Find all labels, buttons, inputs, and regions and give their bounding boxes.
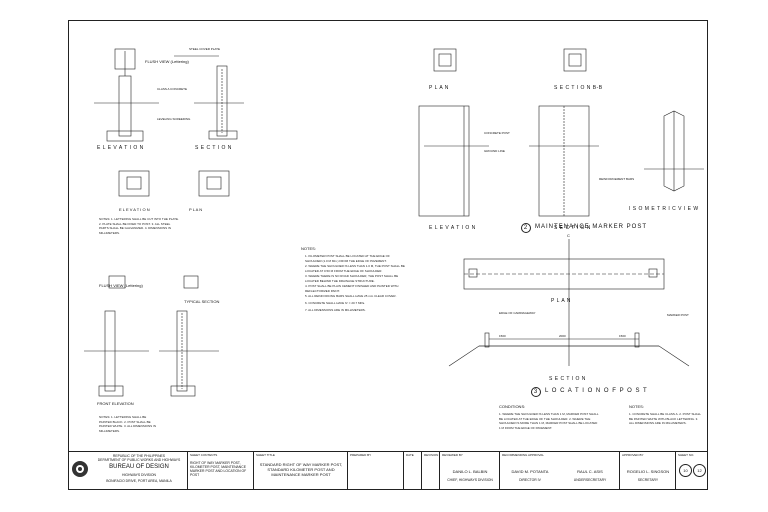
reviewed-label: REVIEWED BY xyxy=(442,453,463,457)
title-block: REPUBLIC OF THE PHILIPPINES DEPARTMENT O… xyxy=(69,451,707,490)
recommend-name-1: DAVID M. POTANTA xyxy=(511,469,549,474)
callout-reinf-bars: REINFORCEMENT BARS xyxy=(599,177,635,181)
sheet-title-label: SHEET TITLE xyxy=(256,453,275,457)
approved-cell: APPROVED BY ROGELIO L. SINGSON SECRETARY xyxy=(619,452,676,490)
dim-label-2: 2000 xyxy=(559,334,566,338)
detail-number-3: 3 xyxy=(531,387,541,397)
view-plan-left: P L A N xyxy=(189,207,203,212)
notes-right-heading: NOTES: xyxy=(629,404,644,409)
view-section-mid: S E C T I O N xyxy=(554,225,591,231)
sheet-total: 12 xyxy=(693,464,706,477)
notes-center-item: 4. POST SHALL BE PLAIN CEMENT FINISHED A… xyxy=(305,284,399,293)
approved-role: SECRETARY xyxy=(637,478,659,482)
sheet-contents-cell: SHEET CONTENTS RIGHT OF WAY MARKER POST,… xyxy=(187,452,254,490)
approved-label: APPROVED BY xyxy=(622,453,644,457)
centerline-label: C xyxy=(567,233,570,238)
prepared-cell: PREPARED BY xyxy=(347,452,404,490)
date-cell: DATE xyxy=(403,452,422,490)
detail-title-location: L O C A T I O N O F P O S T xyxy=(545,388,648,394)
bureau-address: BONIFACIO DRIVE, PORT AREA, MANILA xyxy=(106,479,172,483)
dim-label-1: 1500 xyxy=(499,334,506,338)
revision-label: REVISION xyxy=(424,453,439,457)
callout-conc-post: CONCRETE POST xyxy=(484,131,510,135)
notes-center-item: 5. ALL REINFORCING BARS SHALL HAVE 25 mm… xyxy=(305,294,397,298)
sheet-title-value: STANDARD RIGHT OF WAY MARKER POST, STAND… xyxy=(259,462,343,477)
callout-class-a: CLASS A CONCRETE xyxy=(157,87,188,91)
conditions-heading: CONDITIONS: xyxy=(499,404,526,409)
sheet-contents-value: RIGHT OF WAY MARKER POST, KILOMETER POST… xyxy=(190,461,247,477)
view-elevation-left: E L E V A T I O N xyxy=(97,145,144,151)
recommend-role-1: DIRECTOR IV xyxy=(519,478,541,482)
callout-steel-cover: STEEL COVER PLATE xyxy=(189,47,221,51)
view-front-elevation: FRONT ELEVATION xyxy=(97,401,134,406)
view-section-low: S E C T I O N xyxy=(549,376,586,382)
drawing-linework xyxy=(84,48,704,397)
view-section-left: S E C T I O N xyxy=(195,145,232,151)
conditions-text: 1. WHERE THE SHOULDER IS LESS THAN 1 M, … xyxy=(499,412,599,430)
agency-line-2: DEPARTMENT OF PUBLIC WORKS AND HIGHWAYS xyxy=(97,458,181,462)
view-elevation-mid: E L E V A T I O N xyxy=(429,225,476,231)
view-plan-top: P L A N xyxy=(429,85,449,91)
callout-ground-line: GROUND LINE xyxy=(484,149,505,153)
reviewed-cell: REVIEWED BY DANILO L. BALBIN CHIEF, HIGH… xyxy=(439,452,500,490)
sheet-number-cell: SHEET NO. 10 12 xyxy=(675,452,708,490)
prepared-label: PREPARED BY xyxy=(350,453,372,457)
dim-label-3: 1500 xyxy=(619,334,626,338)
notes-left-1: NOTES: 1. LETTERING SHALL BE CUT INTO TH… xyxy=(99,217,179,235)
drawing-sheet: E L E V A T I O N S E C T I O N P L A N … xyxy=(68,20,708,490)
recommend-role-2: UNDERSECRETARY xyxy=(573,478,607,482)
date-label: DATE xyxy=(406,453,414,457)
sheet-number-label: SHEET NO. xyxy=(678,453,695,457)
notes-center-item: 6. CONCRETE SHALL HAVE fc' = 20.7 MPa. xyxy=(305,301,366,305)
notes-center-item: 2. WHERE THE SHOULDER IS LESS THAN 1.0 M… xyxy=(305,264,405,273)
reviewed-role: CHIEF, HIGHWAYS DIVISION xyxy=(447,478,493,482)
view-typical-section: TYPICAL SECTION xyxy=(184,299,220,304)
division-name: HIGHWAYS DIVISION xyxy=(122,473,156,477)
revision-cell: REVISION xyxy=(421,452,440,490)
callout-leveling: LEVELING SCREEDING xyxy=(157,117,191,121)
flush-view-label-2: FLUSH VIEW (Lettering) xyxy=(99,283,143,288)
bureau-name: BUREAU OF DESIGN xyxy=(109,464,169,470)
agency-line-1: REPUBLIC OF THE PHILIPPINES xyxy=(112,454,166,458)
sheet-contents-label: SHEET CONTENTS xyxy=(190,453,218,457)
flush-view-label-1: FLUSH VIEW (Lettering) xyxy=(145,59,189,64)
notes-center-heading: NOTES: xyxy=(301,246,316,251)
view-isometric: I S O M E T R I C V I E W xyxy=(629,206,699,212)
notes-center-item: 7. ALL DIMENSIONS ARE IN MILLIMETERS. xyxy=(305,308,366,312)
sheet-title-cell: SHEET TITLE STANDARD RIGHT OF WAY MARKER… xyxy=(253,452,348,490)
recommend-name-2: RAUL C. ASIS xyxy=(577,469,603,474)
notes-right-text: 1. CONCRETE SHALL BE CLASS A. 2. POST SH… xyxy=(629,412,701,426)
approved-name: ROGELIO L. SINGSON xyxy=(626,469,670,474)
detail-title-maintenance: MAINTENANCE MARKER POST xyxy=(535,224,648,230)
view-plan-low: P L A N xyxy=(551,298,571,304)
sheet-number: 10 xyxy=(679,464,692,477)
view-section-bb: S E C T I O N B-B xyxy=(554,85,603,91)
notes-center-item: 3. WHERE THERE IS NO ROAD SHOULDER, THE … xyxy=(305,274,399,283)
notes-left-2: NOTES: 1. LETTERING SHALL BE PAINTED BLA… xyxy=(99,415,157,433)
recommending-cell: RECOMMENDING APPROVAL DAVID M. POTANTA D… xyxy=(499,452,620,490)
seal-icon xyxy=(72,461,88,477)
callout-edge-carriageway: EDGE OF CARRIAGEWAY xyxy=(499,311,536,315)
agency-cell: REPUBLIC OF THE PHILIPPINES DEPARTMENT O… xyxy=(69,452,187,490)
detail-number-2: 2 xyxy=(521,223,531,233)
reviewed-name: DANILO L. BALBIN xyxy=(452,469,488,474)
view-elevation-plan: E L E V A T I O N xyxy=(119,207,150,212)
callout-marker-post: MARKER POST xyxy=(667,313,689,317)
notes-center-item: 1. KILOMETER POST SHALL BE LOCATED AT TH… xyxy=(305,254,390,263)
recommending-label: RECOMMENDING APPROVAL xyxy=(502,453,544,457)
